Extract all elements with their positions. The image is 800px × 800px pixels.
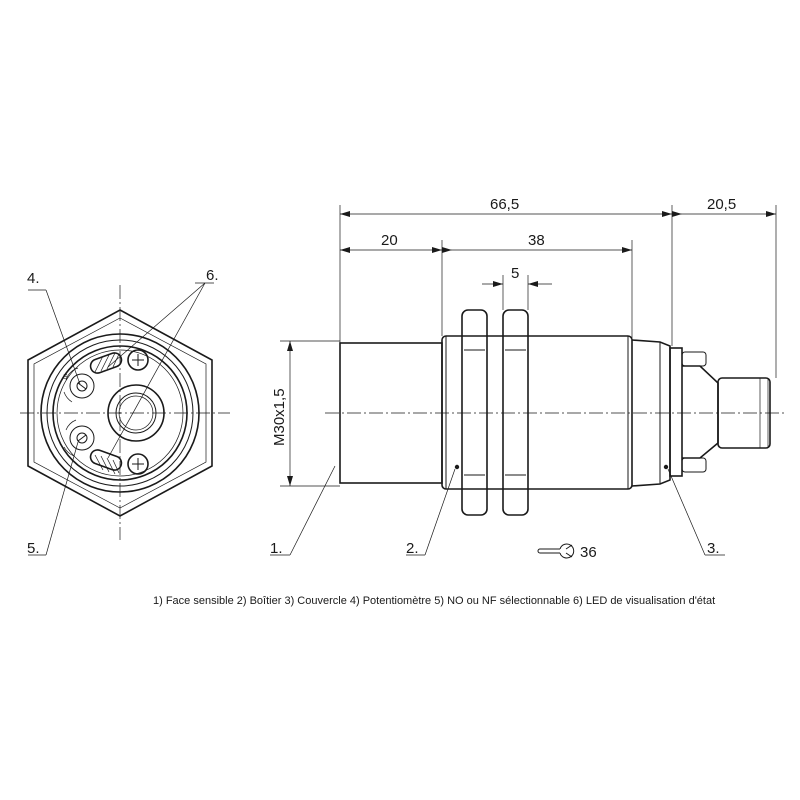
potentiometer: S xyxy=(63,367,95,403)
legend: 1) Face sensible 2) Boîtier 3) Couvercle… xyxy=(153,595,715,607)
housing-led xyxy=(454,464,460,470)
connector-outer xyxy=(107,384,165,442)
nut-right xyxy=(502,309,529,516)
hex-nut-outline xyxy=(27,309,213,517)
dim-thread-size: M30x1,5 xyxy=(271,388,288,446)
wrench-size: 36 xyxy=(580,544,597,561)
end-view: S 4. 6. 5. xyxy=(20,267,230,557)
connector xyxy=(669,347,771,477)
housing-body xyxy=(441,335,633,490)
callout-2: 2. xyxy=(406,540,419,557)
svg-text:S: S xyxy=(63,374,68,381)
nut-left xyxy=(461,309,488,516)
dim-overall-length: 66,5 xyxy=(490,196,519,213)
dim-nut-width: 5 xyxy=(511,265,519,282)
callout-3: 3. xyxy=(707,540,720,557)
led-window-top xyxy=(89,352,123,374)
callout-5: 5. xyxy=(27,540,40,557)
callout-1: 1. xyxy=(270,540,283,557)
screw-top xyxy=(127,349,149,371)
side-view: 66,5 20,5 20 38 5 M30x1,5 xyxy=(270,196,785,561)
dim-sensing-face-length: 20 xyxy=(381,232,398,249)
dim-connector-length: 20,5 xyxy=(707,196,736,213)
housing-outer-circle xyxy=(40,333,200,493)
wrench-icon xyxy=(537,543,575,559)
no-nc-selector xyxy=(63,419,95,457)
cover-led xyxy=(663,464,669,470)
callout-6: 6. xyxy=(206,267,219,284)
led-window-bottom xyxy=(89,449,123,475)
callout-4: 4. xyxy=(27,270,40,287)
screw-bottom xyxy=(127,453,149,475)
dim-housing-length: 38 xyxy=(528,232,545,249)
